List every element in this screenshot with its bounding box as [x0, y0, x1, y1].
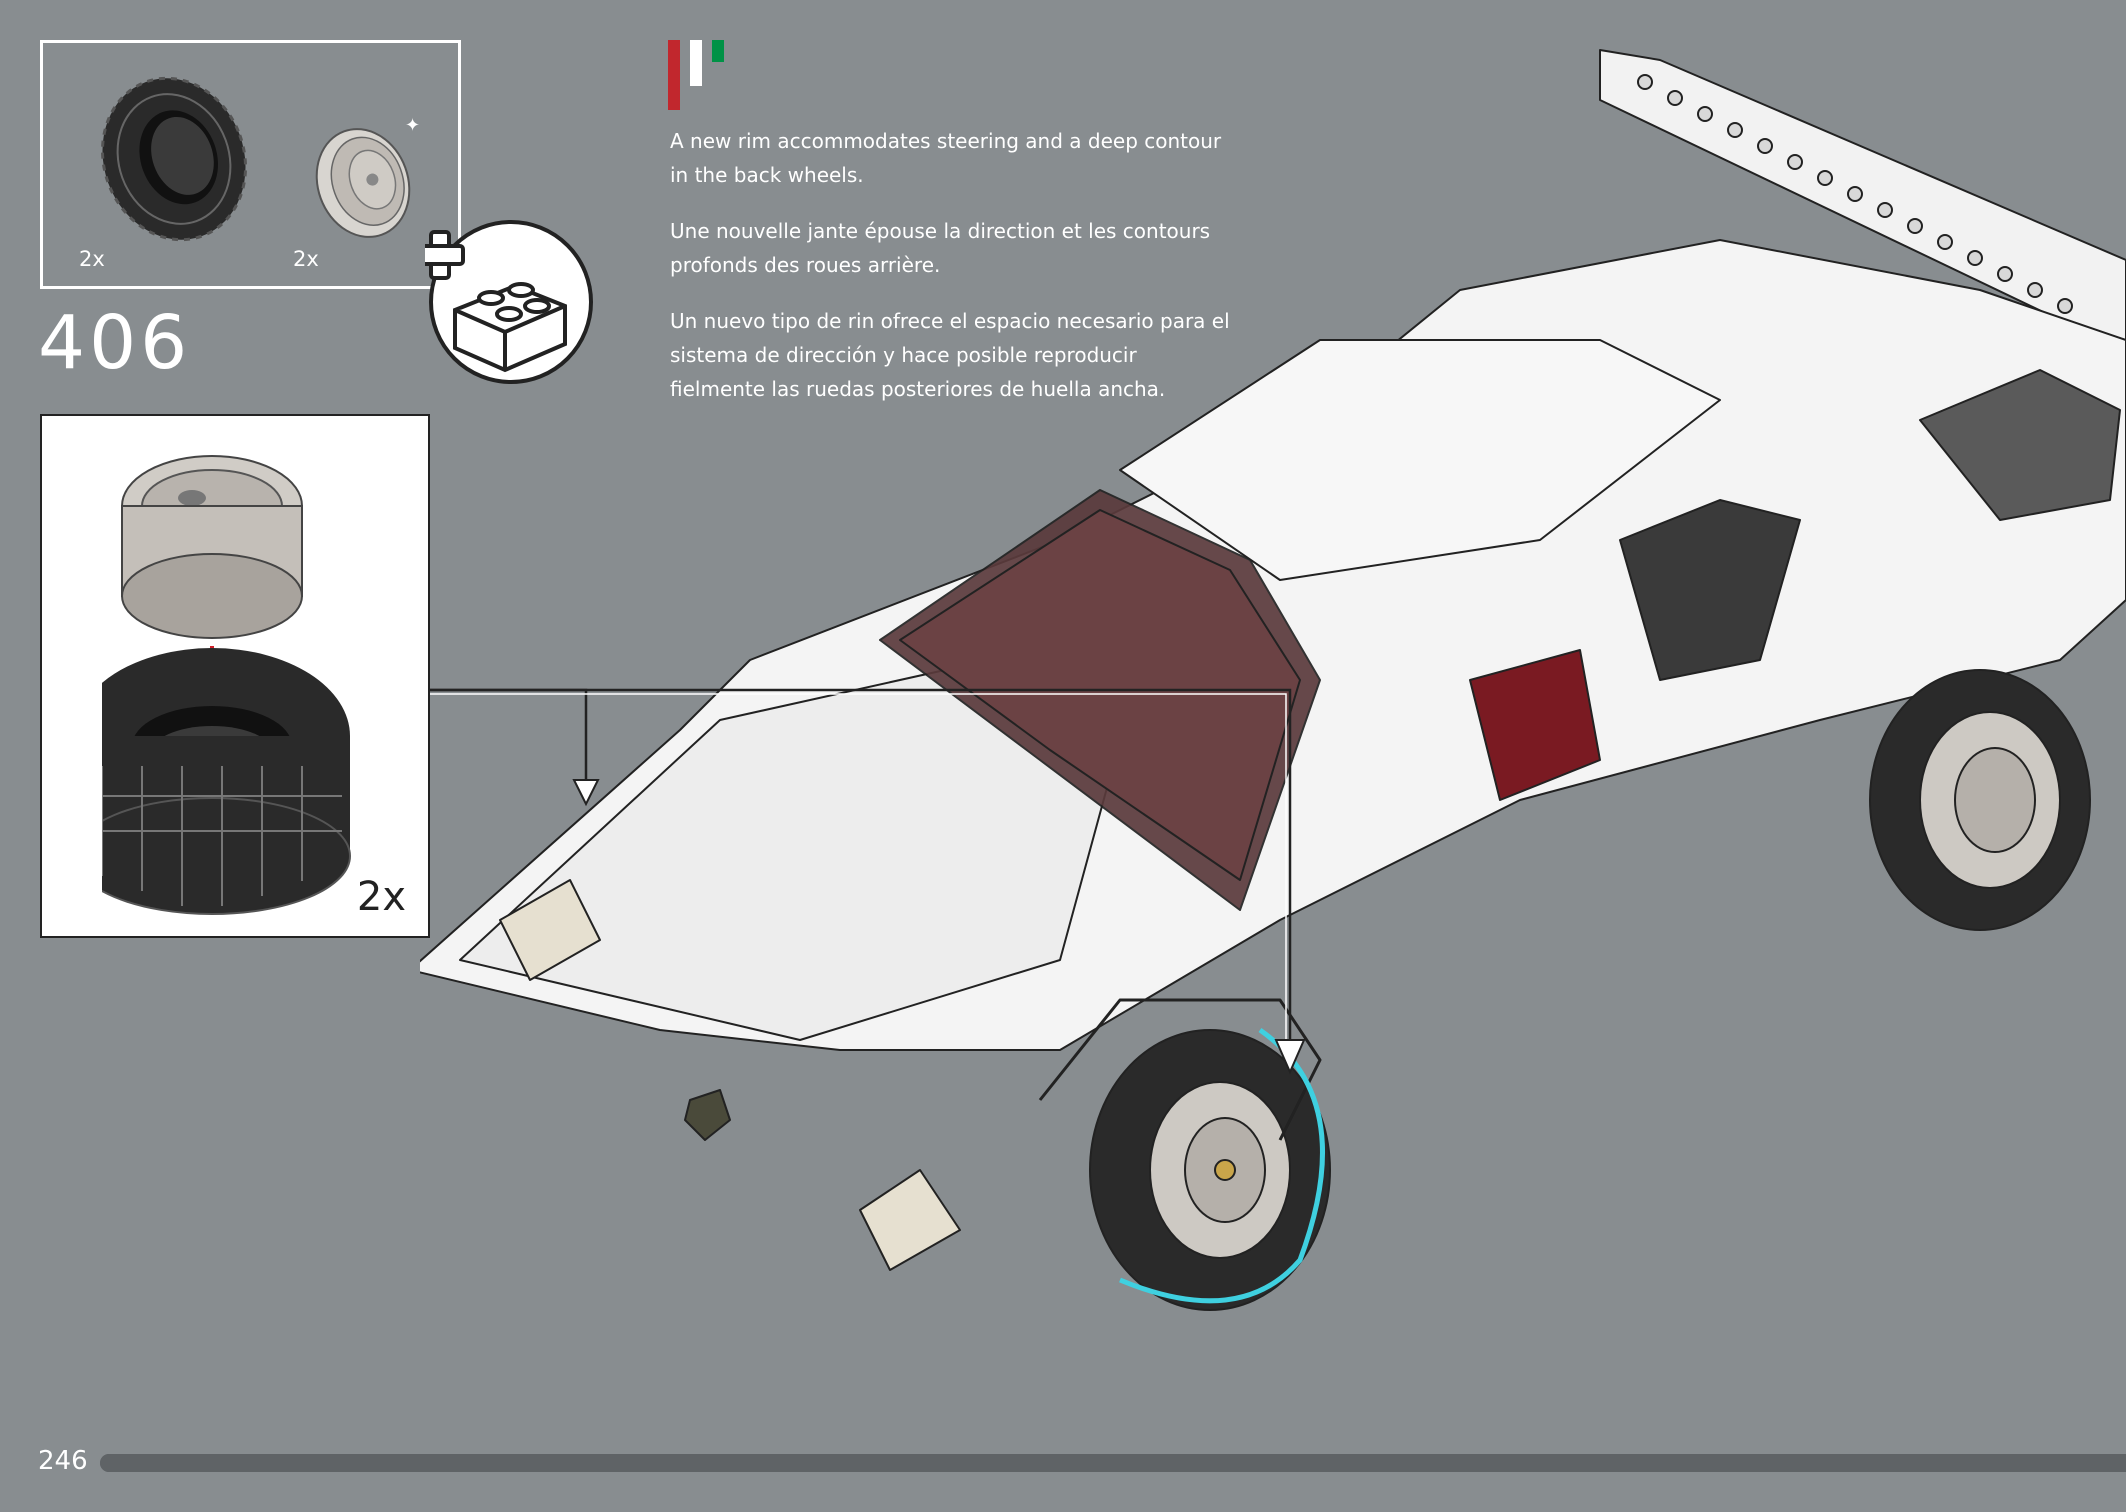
rim-qty: 2x: [293, 247, 319, 271]
wheel-highlight: [1119, 1027, 1325, 1304]
wheel-assembly-icon: [102, 455, 351, 915]
description-es: Un nuevo tipo de rin ofrece el espacio n…: [670, 309, 1230, 401]
italian-flag-icon: [668, 40, 724, 110]
description-block: A new rim accommodates steering and a de…: [670, 124, 1230, 428]
rim-icon: ✦: [315, 115, 420, 238]
tire-icon: [100, 76, 248, 242]
page-number: 246: [38, 1446, 88, 1476]
description-en: A new rim accommodates steering and a de…: [670, 129, 1222, 187]
description-fr: Une nouvelle jante épouse la direction e…: [670, 219, 1211, 277]
svg-text:✦: ✦: [405, 115, 420, 136]
progress-fill: [100, 1454, 2126, 1472]
step-number: 406: [38, 300, 192, 386]
new-part-badge-icon: [425, 220, 593, 384]
sub-step-qty: 2x: [356, 874, 406, 920]
tire-qty: 2x: [79, 247, 105, 271]
sub-step-box: 2x: [40, 414, 430, 938]
progress-bar: [100, 1454, 2126, 1472]
car-illustration: [420, 49, 2126, 1311]
parts-list-box: 2x ✦ 2x: [40, 40, 461, 289]
